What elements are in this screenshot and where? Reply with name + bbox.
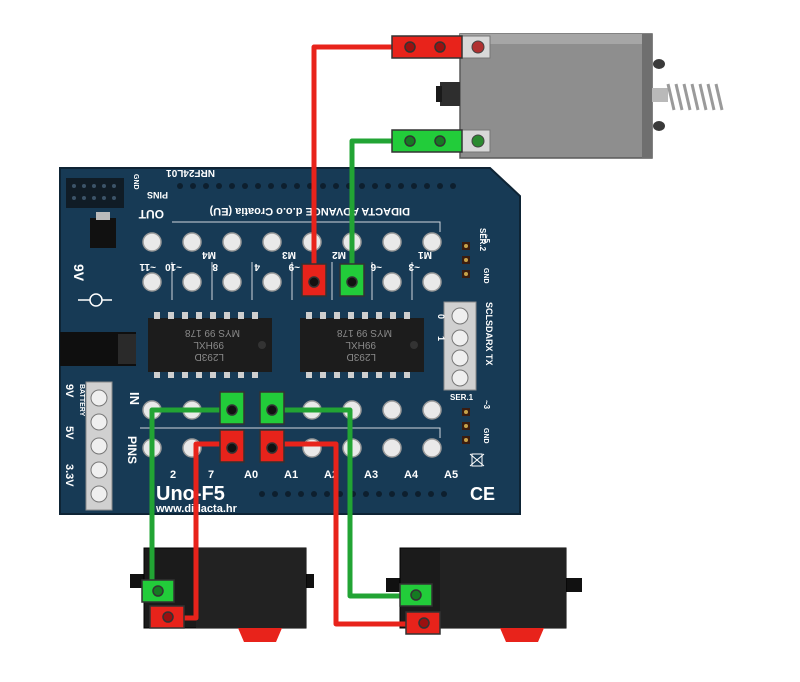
chip2-line3: MYS 99 178	[337, 327, 392, 338]
power-9v-label: 9V	[71, 264, 87, 282]
battery-9v-label: 9V	[63, 384, 75, 398]
disposal-bin-icon	[469, 453, 485, 467]
motor-label: M4	[202, 249, 216, 260]
plug-red-pin6	[301, 263, 327, 297]
out-pin-label: ~10	[165, 261, 182, 272]
tx-header-0: 0	[436, 314, 446, 319]
wire-green-right-servo	[272, 407, 410, 599]
battery-5v-label: 5V	[63, 426, 75, 440]
wire-green-solenoid	[349, 138, 396, 282]
ser1-gnd-label: GND	[482, 428, 489, 444]
battery-3v3-label: 3.3V	[63, 464, 75, 487]
ce-mark: CE	[470, 484, 495, 504]
power-symbol-icon	[78, 293, 112, 307]
pin-label-2: 2	[170, 469, 176, 481]
ser1-label: SER.1	[450, 393, 474, 402]
in-letters: IN	[127, 392, 142, 405]
gnd-pins-label: GND	[132, 174, 139, 190]
wire-red-right-servo	[272, 441, 416, 627]
ser1-pin-label: ~3	[482, 400, 491, 410]
out-pin-label: ~3	[408, 261, 420, 272]
pin-label-a0: A0	[244, 469, 258, 481]
ser2-pin-label: ~5	[482, 234, 491, 244]
motor-label: M2	[332, 249, 346, 260]
plug-red-solenoid	[391, 35, 463, 59]
out-pin-label: 4	[254, 261, 260, 272]
chip1-line2: 99HXL	[193, 339, 224, 350]
chip2-line1: L293D	[347, 351, 376, 362]
ser2-gnd-label: GND	[482, 268, 489, 284]
pin-label-a4: A4	[404, 469, 419, 481]
out-label: OUT	[138, 207, 164, 221]
board-model: Uno-F5	[156, 483, 225, 505]
wire-red-solenoid	[311, 44, 396, 282]
chip1-line3: MYS 99 178	[185, 327, 240, 338]
plug-green-solenoid	[391, 129, 463, 153]
ser2-label: SER.2	[478, 228, 487, 252]
board-title-line: DIDACTA ADVANCE d.o.o Croatia (EU)	[209, 205, 410, 217]
board-labels: NRF24L01 GND PINS OUT DIDACTA ADVANCE d.…	[63, 167, 495, 515]
pin-label-a5: A5	[444, 469, 458, 481]
connector-plugs	[141, 35, 463, 635]
arduino-shield-board	[59, 167, 521, 515]
motor-label: M3	[282, 249, 296, 260]
chip1-line1: L293D	[195, 351, 224, 362]
tx-header-1: 1	[436, 336, 446, 341]
pin-label-7: 7	[208, 469, 214, 481]
solenoid-device	[436, 33, 724, 159]
battery-word: BATTERY	[78, 384, 85, 417]
tx-header-label: SCLSDARX TX	[484, 302, 494, 366]
motor-label: M1	[418, 249, 432, 260]
chip2-line2: 99HXL	[345, 339, 376, 350]
pin-label-a1: A1	[284, 469, 298, 481]
out-pin-label: ~6	[370, 261, 382, 272]
spring-icon	[666, 83, 724, 111]
pins-arrow-label: PINS	[147, 190, 168, 200]
out-pin-label: 8	[212, 261, 218, 272]
out-pin-label: ~11	[139, 261, 156, 272]
nrf-label: NRF24L01	[166, 167, 215, 178]
pin-label-a3: A3	[364, 469, 378, 481]
pins-letters: PINS	[125, 436, 139, 464]
out-pin-label: ~9	[288, 261, 300, 272]
